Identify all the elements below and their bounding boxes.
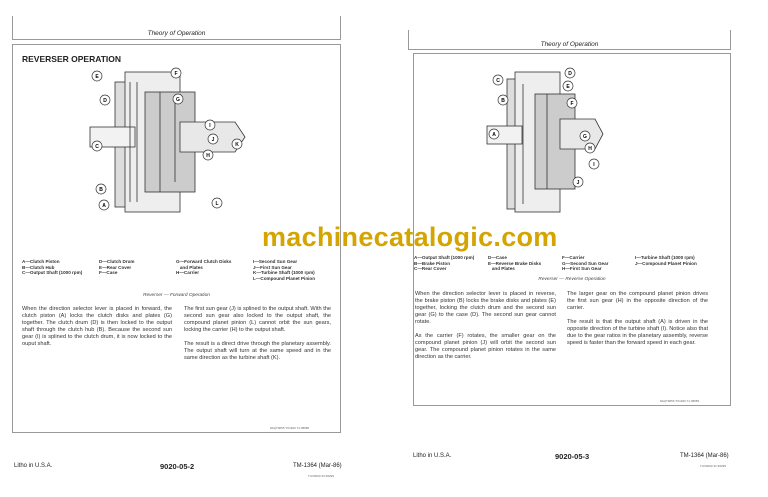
callout-d: D: [103, 98, 107, 104]
legend-item: G—Second Sun Gear: [562, 260, 609, 266]
left-section-title: REVERSER OPERATION: [22, 54, 122, 64]
right-reverser-diagram: C D E B F A G H I J: [486, 67, 604, 213]
legend-item: K—Turbine Shaft (1000 rpm): [253, 270, 315, 276]
legend-item: F—Carrier: [562, 255, 585, 260]
right-page-frame: [413, 53, 731, 406]
right-footer-code: TUV9020 31 56296: [700, 464, 727, 468]
legend-item: B—Brake Piston: [414, 260, 450, 266]
right-legend-col-4: I—Turbine Shaft (1000 rpm)J—Compound Pla…: [635, 255, 697, 266]
callout-e: E: [95, 74, 99, 80]
right-footer-litho: Litho in U.S.A.: [413, 453, 452, 459]
callout-b: B: [501, 98, 505, 104]
right-header-box: [408, 30, 731, 50]
left-header-box: [12, 16, 341, 40]
callout-c: C: [95, 144, 99, 150]
callout-i: I: [209, 123, 211, 129]
callout-i: I: [593, 162, 595, 168]
legend-item: E—Reverse Brake Disks: [488, 260, 542, 266]
callout-c: C: [496, 78, 500, 84]
legend-item: J—Compound Planet Pinion: [635, 260, 697, 266]
legend-item: J—First Sun Gear: [253, 264, 292, 270]
callout-l: L: [215, 201, 218, 207]
left-footer-tm: TM-1364 (Mar-86): [293, 463, 342, 469]
left-text-column-1: When the direction selector lever is pla…: [22, 306, 172, 355]
left-figure-caption: Reverser — Forward Operation: [143, 293, 210, 298]
legend-item: C—Rear Cover: [414, 266, 447, 272]
left-running-header: Theory of Operation: [147, 30, 206, 37]
legend-item: B—Clutch Hub: [22, 264, 55, 270]
legend-item: and Plates: [488, 266, 515, 272]
right-paragraph-2: As the carrier (F) rotates, the smaller …: [415, 333, 556, 360]
callout-f: F: [570, 101, 573, 107]
callout-e: E: [566, 84, 570, 90]
left-reverser-diagram: E F D G H I C J K B A L: [89, 67, 246, 213]
callout-b: B: [99, 187, 103, 193]
right-figure-caption: Reverser — Reverse Operation: [538, 277, 606, 282]
legend-item: D—Clutch Drum: [99, 259, 135, 264]
callout-j: J: [577, 180, 580, 186]
left-figure-code: 9AQT9055 TX1920 74 08685: [270, 426, 310, 430]
legend-item: L—Compound Planet Pinion: [253, 275, 316, 281]
callout-g: G: [176, 97, 180, 103]
callout-j: J: [212, 137, 215, 143]
legend-item: F—Case: [99, 270, 118, 276]
callout-a: A: [102, 203, 106, 209]
legend-item: C—Output Shaft (1000 rpm): [22, 270, 83, 276]
legend-item: I—Second Sun Gear: [253, 259, 298, 264]
right-paragraph-1: When the direction selector lever is pla…: [415, 291, 556, 325]
right-paragraph-3: The larger gear on the compound planet p…: [567, 291, 708, 311]
left-footer-litho: Litho in U.S.A.: [14, 463, 53, 469]
legend-item: G—Forward Clutch Disks: [176, 259, 232, 264]
callout-h: H: [206, 153, 210, 159]
callout-a: A: [492, 132, 496, 138]
watermark: machinecatalogic.com: [262, 222, 558, 252]
callout-h: H: [588, 146, 592, 152]
right-page-number: 9020-05-3: [555, 452, 590, 461]
legend-item: E—Rear Cover: [99, 264, 132, 270]
right-footer-tm: TM-1364 (Mar-86): [680, 453, 729, 459]
legend-item: A—Clutch Piston: [22, 259, 60, 264]
left-page-frame: [12, 44, 341, 433]
legend-item: H—First Sun Gear: [562, 266, 602, 272]
legend-item: D—Case: [488, 255, 507, 260]
left-paragraph-2: The first sun gear (J) is splined to the…: [184, 306, 331, 333]
left-page-number: 9020-05-2: [160, 462, 195, 471]
callout-g: G: [583, 134, 587, 140]
callout-k: K: [235, 142, 239, 148]
right-paragraph-4: The result is that the output shaft (A) …: [567, 319, 708, 346]
legend-item: I—Turbine Shaft (1000 rpm): [635, 255, 695, 260]
legend-item: A—Output Shaft (1000 rpm): [414, 255, 475, 260]
callout-f: F: [174, 71, 177, 77]
right-text-column-1: When the direction selector lever is pla…: [415, 291, 556, 368]
left-paragraph-3: The result is a direct drive through the…: [184, 341, 331, 361]
legend-item: H—Carrier: [176, 270, 199, 276]
right-running-header: Theory of Operation: [540, 41, 599, 48]
right-figure-code: 9AQT9056 TX1920 71 08683: [660, 399, 700, 403]
left-paragraph-1: When the direction selector lever is pla…: [22, 306, 172, 347]
left-text-column-2: The first sun gear (J) is splined to the…: [184, 306, 331, 369]
callout-d: D: [568, 71, 572, 77]
legend-item: and Plates: [176, 264, 203, 270]
right-text-column-2: The larger gear on the compound planet p…: [567, 291, 708, 354]
left-footer-code: TUV9020 33 56296: [308, 474, 335, 478]
